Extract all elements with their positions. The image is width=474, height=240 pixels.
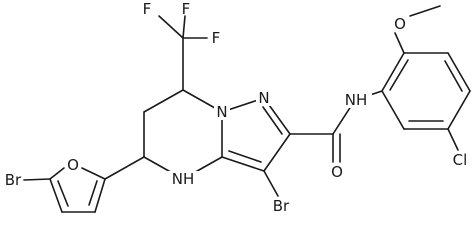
- bond-n1-c2-inner: [262, 106, 283, 135]
- atom-f2: F: [182, 0, 191, 18]
- atom-o-furan: O: [67, 156, 79, 174]
- bond-c3-c3a-inner: [228, 150, 262, 163]
- bond-ar4-ar5: [447, 90, 471, 130]
- bond-c3-br: [263, 170, 279, 197]
- atom-br-furan: Br: [5, 171, 22, 189]
- bond-fc5-fc4-inner: [57, 180, 69, 207]
- atom-label-layer: F F F N N NH NH O O Br O Br Cl: [5, 0, 468, 215]
- bond-ar5-cl: [447, 128, 459, 151]
- mask-nh-amide: [340, 92, 372, 108]
- bond-cf3-f2: [182, 15, 186, 39]
- bond-ar3-ar4: [447, 52, 471, 92]
- atom-br-pyrazole: Br: [273, 197, 290, 215]
- bond-c5-furan: [104, 156, 145, 180]
- bond-fc3-fc2: [94, 178, 106, 213]
- mask-n7a: [214, 104, 230, 120]
- atom-cl: Cl: [453, 151, 468, 169]
- bond-cf3-f1: [158, 15, 184, 39]
- atom-nh-amide: NH: [345, 91, 368, 109]
- mask-n1: [256, 90, 272, 106]
- bond-o-ch3: [409, 5, 441, 17]
- bond-c2-c3: [263, 133, 291, 172]
- bond-ar3-ar4-inner: [444, 60, 463, 92]
- bond-ar6-ar1: [381, 90, 405, 130]
- bond-fc5-fc4: [49, 178, 63, 213]
- bond-c3-c3a-outer: [221, 156, 265, 172]
- atom-n-pyrazole: N: [258, 89, 269, 107]
- bond-fc5-br: [23, 178, 51, 181]
- atom-f1: F: [143, 0, 152, 18]
- bond-fc2-o: [81, 167, 106, 180]
- bond-ar1-ar2: [381, 52, 405, 92]
- bond-ar1-ar2-inner: [389, 59, 409, 91]
- bond-ar2-o: [394, 32, 405, 54]
- atom-f3: F: [212, 29, 221, 47]
- atom-o-carbonyl: O: [331, 163, 343, 181]
- mask-n4: [166, 171, 200, 187]
- chemical-structure: F F F N N NH NH O O Br O Br Cl: [5, 0, 471, 215]
- bond-c7-c6: [143, 89, 184, 113]
- atom-nh-ring: NH: [172, 170, 195, 188]
- atom-n-bridge: N: [216, 103, 227, 121]
- bond-o-fc5: [49, 167, 65, 180]
- atom-o-methoxy: O: [394, 15, 406, 33]
- bond-fc3-fc2-inner: [88, 180, 98, 206]
- bond-layer: [23, 5, 471, 213]
